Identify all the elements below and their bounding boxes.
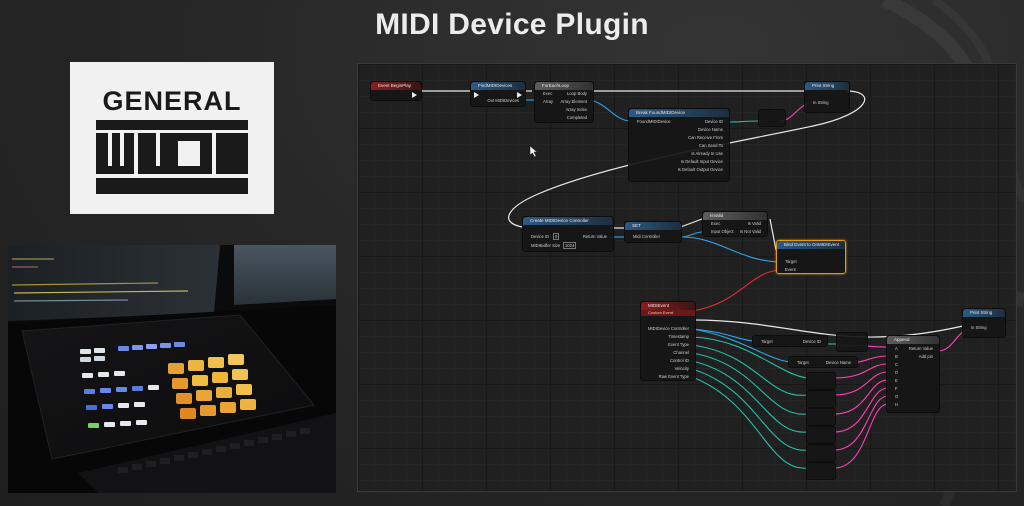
node-print-string-top[interactable]: Print String In String	[804, 81, 850, 113]
pin-velocity[interactable]: Velocity	[674, 366, 689, 371]
pin-return-value[interactable]: Return Value	[582, 234, 607, 239]
exec-out-icon[interactable]	[517, 92, 522, 98]
pin-is-already-in-use[interactable]: Is Already In Use	[691, 151, 723, 156]
pin-loop-body[interactable]: Loop Body	[566, 91, 587, 96]
pin-target[interactable]: Target	[797, 360, 809, 365]
node-event-beginplay[interactable]: Event BeginPlay	[370, 81, 422, 101]
node-conversion-4[interactable]	[806, 408, 836, 426]
blueprint-graph[interactable]: Event BeginPlay FindMIDIDevices Out MIDI…	[357, 63, 1017, 492]
keyboard	[78, 413, 336, 493]
pin-device-id[interactable]: Device ID	[802, 339, 821, 344]
node-get-device-name[interactable]: Target Device Name	[788, 356, 858, 368]
pin-device-name[interactable]: Device Name	[825, 360, 851, 365]
pin-f[interactable]: F	[895, 386, 898, 391]
node-title: Break FoundMIDIDevice	[629, 109, 729, 117]
pin-struct-in[interactable]: FoundMIDIDevice	[637, 119, 671, 124]
pin-return-value[interactable]: Return Value	[908, 346, 933, 351]
logo-general-word: GENERAL	[102, 86, 242, 116]
node-conversion-3[interactable]	[806, 390, 836, 408]
pin-in-string[interactable]: In String	[971, 325, 987, 330]
pin-event[interactable]: Event	[785, 267, 796, 272]
pin-event-type[interactable]: Event Type	[668, 342, 689, 347]
node-title: Print String	[805, 82, 849, 90]
node-title: Bind Event to OnMIDIEvent	[777, 241, 845, 249]
pin-array-in[interactable]: Array	[543, 99, 554, 104]
pin-g[interactable]: G	[895, 394, 899, 399]
node-title: Event BeginPlay	[371, 82, 421, 90]
node-title: Print String	[963, 309, 1005, 317]
node-conversion-7[interactable]	[806, 462, 836, 480]
node-find-midi-devices[interactable]: FindMIDIDevices Out MIDIDevices	[470, 81, 526, 107]
node-append[interactable]: Append A B C D E F G H Return Value Add …	[886, 335, 940, 413]
node-conversion-1[interactable]	[836, 332, 868, 352]
device-id-value-field[interactable]: 0	[553, 233, 560, 240]
node-conversion-6[interactable]	[806, 444, 836, 462]
pin-device-name[interactable]: Device Name	[697, 127, 723, 132]
pin-is-default-output[interactable]: Is Default Output Device	[677, 167, 723, 172]
pin-target[interactable]: Target	[785, 259, 797, 264]
pin-timestamp[interactable]: Timestamp	[668, 334, 689, 339]
general-midi-logo: GENERAL	[70, 62, 274, 214]
pin-raw-event-type[interactable]: Raw Event Type	[658, 374, 689, 379]
pin-d[interactable]: D	[895, 370, 899, 375]
pin-control-id[interactable]: Control ID	[670, 358, 689, 363]
node-subtitle: Custom Event	[641, 310, 695, 316]
pin-a[interactable]: A	[895, 346, 898, 351]
wire-layer	[420, 90, 969, 469]
pin-can-send-to[interactable]: Can Send To	[698, 143, 723, 148]
pin-exec-in[interactable]: Exec	[711, 221, 721, 226]
pin-completed[interactable]: Completed	[566, 115, 587, 120]
pin-is-not-valid[interactable]: Is Not Valid	[739, 229, 761, 234]
pin-c[interactable]: C	[895, 362, 899, 367]
pin-device-id-in[interactable]: Device ID	[531, 234, 550, 239]
node-conversion-2[interactable]	[806, 372, 836, 390]
logo-midi-bars	[96, 120, 248, 194]
node-print-string-bottom[interactable]: Print String In String	[962, 308, 1006, 338]
pin-exec-in[interactable]: Exec	[543, 91, 553, 96]
node-get-device-id[interactable]: Target Device ID	[752, 335, 828, 347]
node-title: MIDIEvent	[641, 302, 695, 310]
node-title: SET	[625, 222, 681, 230]
pin-b[interactable]: B	[895, 354, 898, 359]
node-title: FindMIDIDevices	[471, 82, 525, 90]
node-bind-event[interactable]: Bind Event to OnMIDIEvent Target Event	[776, 240, 846, 274]
mouse-cursor-icon	[530, 146, 538, 157]
node-title: Create MIDIDevice Controller	[523, 217, 613, 225]
pin-is-valid[interactable]: Is Valid	[747, 221, 761, 226]
pin-is-default-input[interactable]: Is Default Input Device	[680, 159, 723, 164]
node-create-midi-controller[interactable]: Create MIDIDevice Controller Device ID 0…	[522, 216, 614, 252]
add-pin-button[interactable]: Add pin	[918, 354, 933, 359]
pin-channel[interactable]: Channel	[673, 350, 689, 355]
node-title: ForEachLoop	[535, 82, 593, 90]
pin-e[interactable]: E	[895, 378, 898, 383]
node-conversion-5[interactable]	[806, 426, 836, 444]
pin-h[interactable]: H	[895, 402, 899, 407]
pin-out-midi-devices[interactable]: Out MIDIDevices	[487, 98, 519, 103]
pin-device-id[interactable]: Device ID	[704, 119, 723, 124]
pin-target[interactable]: Target	[761, 339, 773, 344]
pin-in-string[interactable]: In String	[813, 100, 829, 105]
pin-can-receive-from[interactable]: Can Receive From	[688, 135, 723, 140]
midi-controller-photo	[8, 245, 336, 493]
pin-array-index[interactable]: Array Index	[565, 107, 587, 112]
node-isvalid[interactable]: IsValid Exec Input Object Is Valid Is No…	[702, 211, 768, 237]
pin-input-object[interactable]: Input Object	[711, 229, 734, 234]
node-midi-event[interactable]: MIDIEvent Custom Event MIDIDevice Contro…	[640, 301, 696, 381]
pin-array-element[interactable]: Array Element	[560, 99, 587, 104]
pin-buffer-size[interactable]: MIDIBuffer Size	[531, 243, 561, 248]
node-title: IsValid	[703, 212, 767, 220]
pin-midi-device-controller[interactable]: MIDIDevice Controller	[648, 326, 689, 331]
node-title: Append	[887, 336, 939, 344]
node-conversion-top[interactable]	[758, 109, 786, 127]
exec-out-icon[interactable]	[412, 92, 417, 98]
node-break-found-midi-device[interactable]: Break FoundMIDIDevice FoundMIDIDevice De…	[628, 108, 730, 182]
pin-midi-controller[interactable]: Midi Controller	[633, 234, 660, 239]
node-foreach-loop[interactable]: ForEachLoop Exec Array Loop Body Array E…	[534, 81, 594, 123]
slide-title: MIDI Device Plugin	[375, 8, 649, 41]
node-set-midi-controller[interactable]: SET Midi Controller	[624, 221, 682, 243]
buffer-size-value-field[interactable]: 1024	[563, 242, 577, 249]
exec-in-icon[interactable]	[474, 92, 479, 98]
